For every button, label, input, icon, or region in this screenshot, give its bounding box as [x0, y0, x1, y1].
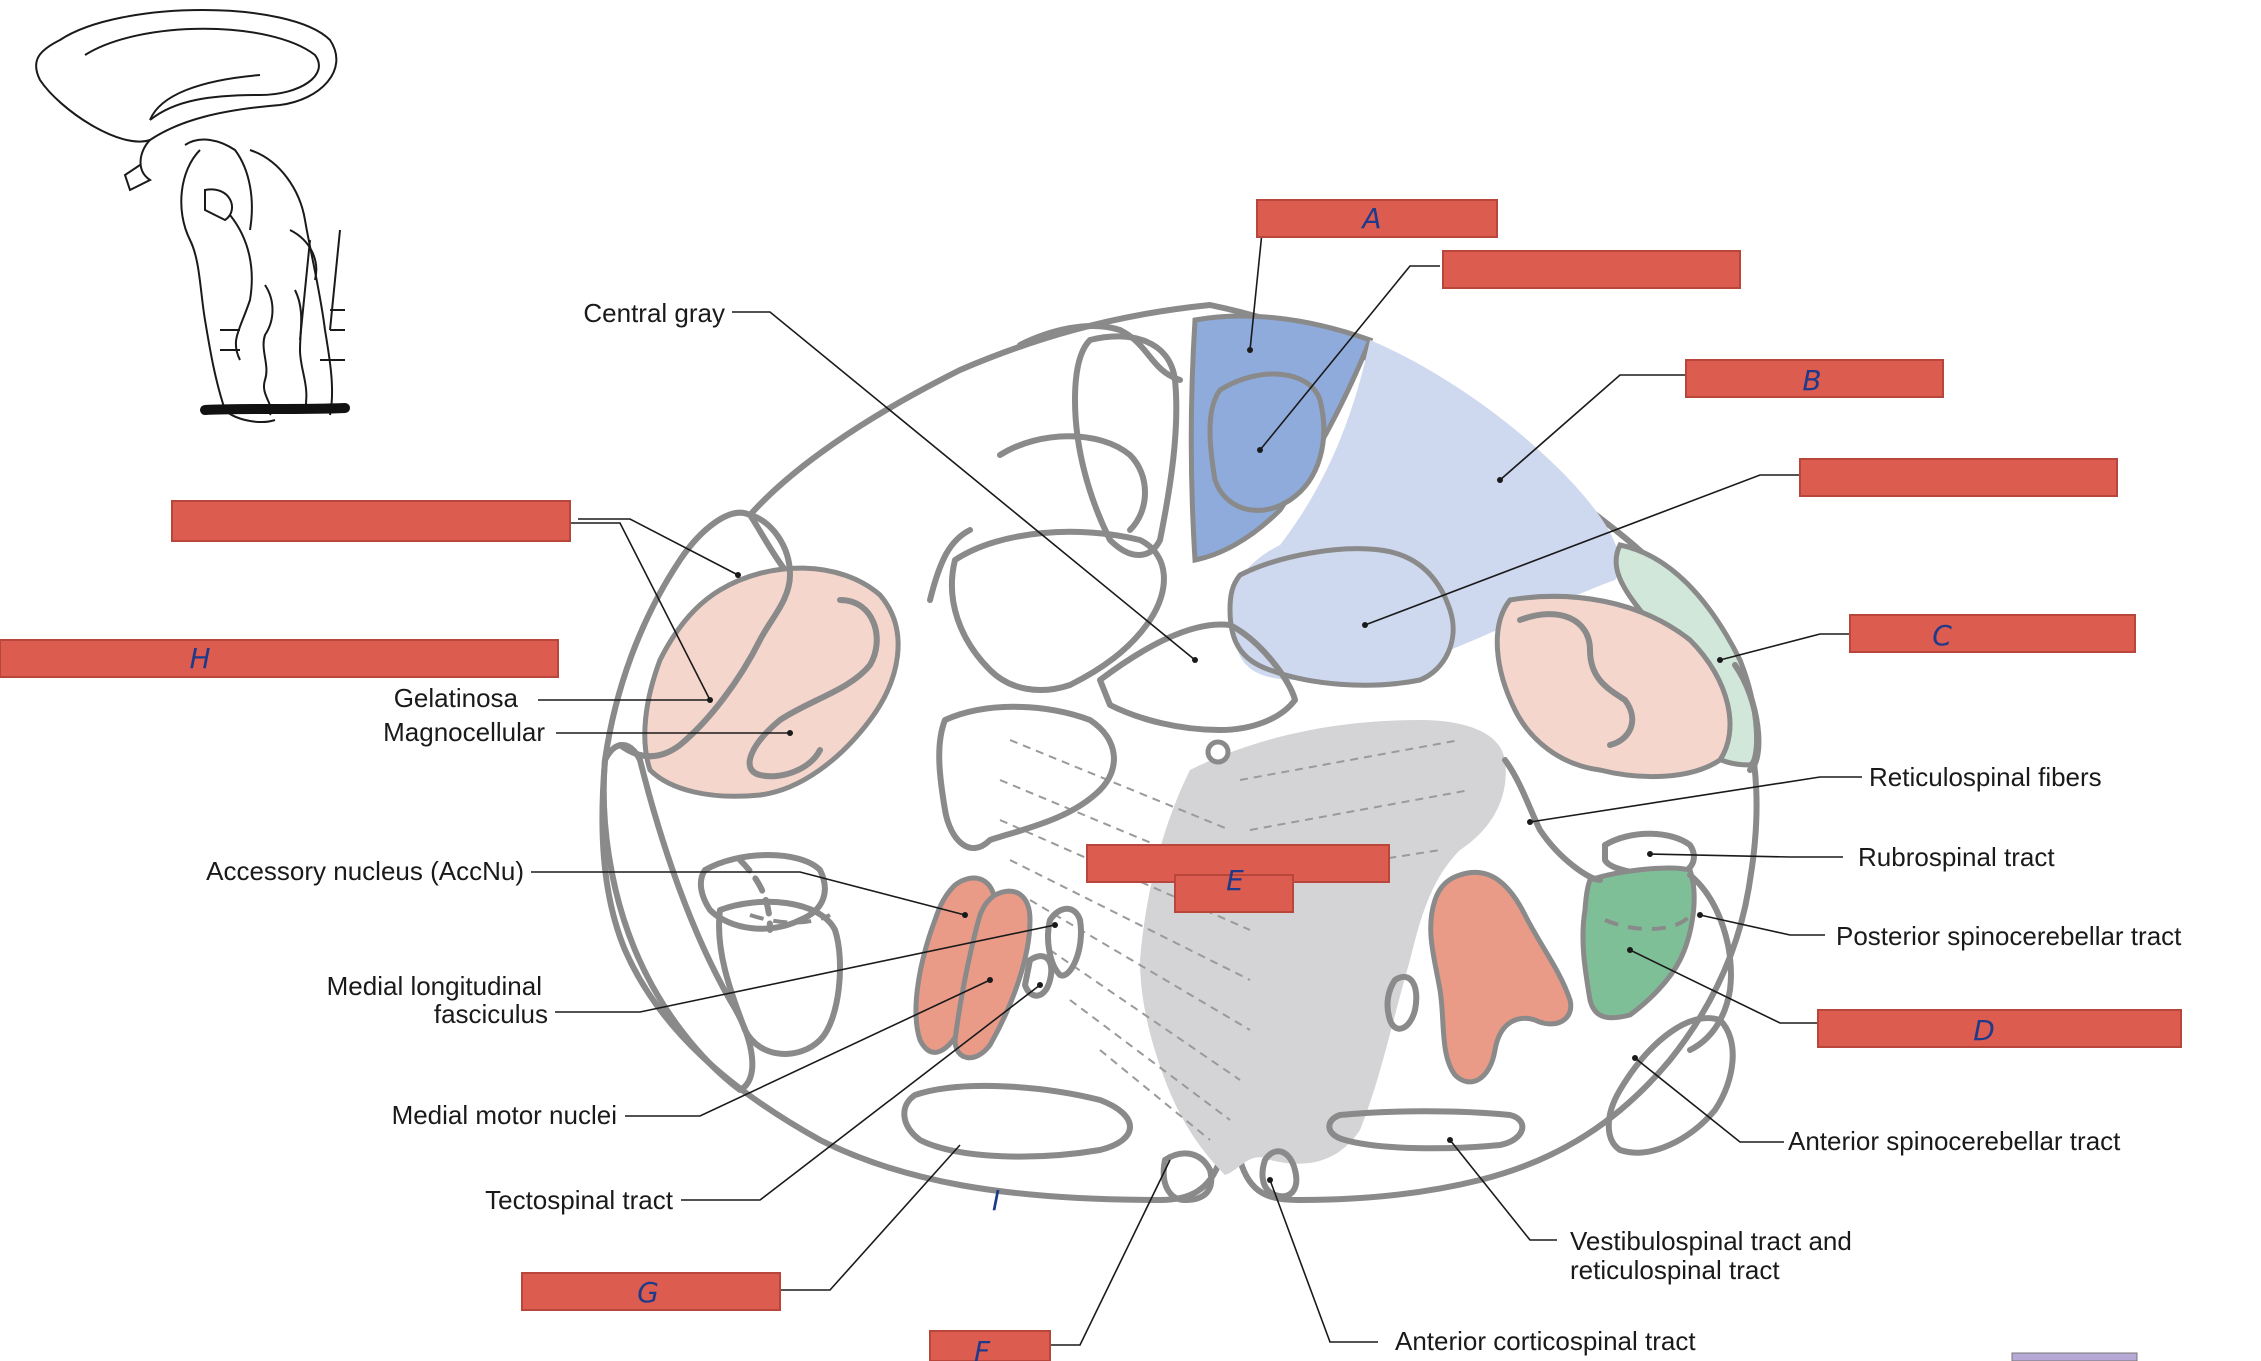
blank-label-a[interactable]: A	[1256, 199, 1498, 238]
section-level-marker	[200, 403, 350, 415]
label-gelatinosa: Gelatinosa	[394, 683, 519, 713]
label-anterior-spinocerebellar: Anterior spinocerebellar tract	[1788, 1126, 2121, 1156]
blank-label-h[interactable]: H	[0, 639, 559, 678]
label-mlf-line2: fasciculus	[434, 999, 548, 1029]
right-trigeminal-nucleus	[1494, 593, 1733, 780]
svg-text:F: F	[974, 1335, 991, 1361]
label-vestibulospinal-line1: Vestibulospinal tract and	[1570, 1226, 1852, 1256]
label-vestibulospinal-line2: reticulospinal tract	[1570, 1255, 1780, 1285]
label-accessory-nucleus: Accessory nucleus (AccNu)	[206, 856, 524, 886]
label-magnocellular: Magnocellular	[383, 717, 545, 747]
label-reticulospinal-fibers: Reticulospinal fibers	[1869, 762, 2102, 792]
blank-label-g[interactable]: G	[521, 1272, 781, 1311]
blank-label-d[interactable]: D	[1817, 1009, 2182, 1048]
label-tectospinal: Tectospinal tract	[485, 1185, 674, 1215]
label-medial-motor-nuclei: Medial motor nuclei	[392, 1100, 617, 1130]
blank-label-unlettered-left-top[interactable]	[171, 500, 571, 542]
blank-label-f[interactable]: F	[929, 1330, 1051, 1361]
svg-text:E: E	[1226, 864, 1244, 897]
light-blue-nucleus	[1227, 546, 1456, 688]
leader-lines	[531, 202, 1862, 1346]
medial-gray-region	[1140, 720, 1506, 1175]
svg-text:C: C	[1932, 619, 1952, 652]
blank-label-c[interactable]: C	[1849, 614, 2136, 653]
posterior-spinocerebellar-region	[1580, 865, 1697, 1021]
left-medial-motor-nucleus-b	[952, 888, 1033, 1061]
blank-label-unlettered-right[interactable]	[1799, 458, 2118, 497]
central-canal	[1205, 739, 1231, 765]
left-trigeminal-nucleus	[642, 565, 901, 799]
brainstem-orientation-sketch	[35, 9, 350, 423]
label-anterior-corticospinal: Anterior corticospinal tract	[1395, 1326, 1696, 1356]
right-medial-motor-nucleus	[1428, 869, 1574, 1085]
corner-swatch	[2011, 1352, 2138, 1361]
handwritten-mark-i: I	[992, 1184, 1000, 1217]
svg-text:B: B	[1802, 364, 1821, 397]
blank-label-e[interactable]: E	[1086, 844, 1390, 913]
label-rubrospinal: Rubrospinal tract	[1858, 842, 2055, 872]
svg-text:H: H	[189, 642, 210, 675]
label-posterior-spinocerebellar: Posterior spinocerebellar tract	[1836, 921, 2182, 951]
svg-text:G: G	[637, 1276, 659, 1309]
label-mlf-line1: Medial longitudinal	[327, 971, 542, 1001]
leader-dots	[707, 347, 1723, 1183]
blank-label-unlettered-top[interactable]	[1442, 250, 1741, 289]
svg-text:D: D	[1973, 1014, 1995, 1047]
label-central-gray: Central gray	[583, 298, 725, 328]
svg-text:A: A	[1360, 202, 1381, 235]
blank-label-b[interactable]: B	[1685, 359, 1944, 398]
